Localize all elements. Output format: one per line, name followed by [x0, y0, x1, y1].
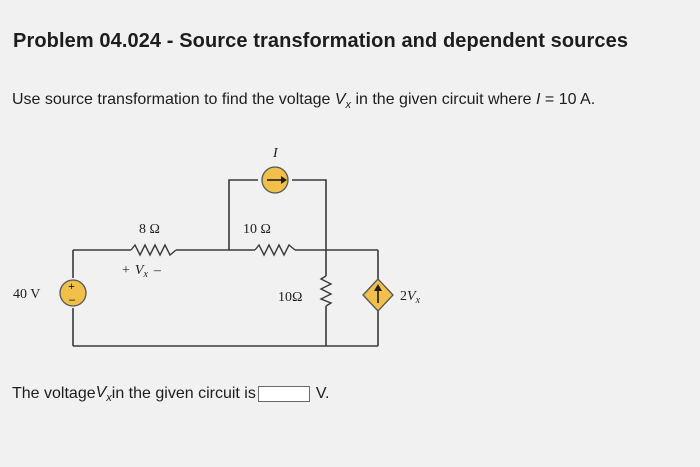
resistor-10ohm-top	[254, 243, 296, 257]
voltage-source-plus: +	[68, 279, 75, 293]
question-given-value: = 10 A.	[540, 91, 596, 108]
voltage-source-label: 40 V	[13, 287, 40, 302]
answer-middle: in the given circuit is	[111, 385, 256, 403]
question-suffix: in the given circuit where	[351, 91, 536, 108]
voltage-source-minus: –	[68, 292, 76, 306]
question-prefix: Use source transformation to find the vo…	[12, 91, 335, 108]
resistor-8ohm	[130, 243, 177, 257]
answer-prefix: The voltage	[12, 385, 96, 403]
circuit-wires	[72, 179, 379, 347]
problem-title: Problem 04.024 - Source transformation a…	[13, 30, 629, 52]
dependent-current-source	[362, 278, 394, 312]
resistor-8ohm-label: 8 Ω	[139, 222, 160, 237]
current-source-label: I	[272, 146, 279, 161]
question-text: Use source transformation to find the vo…	[12, 91, 595, 111]
voltage-source-40v: + –	[59, 279, 87, 307]
vx-polarity-label: +Vx–	[122, 263, 162, 280]
current-source	[261, 166, 289, 194]
answer-vx: Vx	[95, 384, 112, 405]
resistor-10ohm-top-label: 10 Ω	[243, 222, 271, 237]
dependent-source-label: 2Vx	[400, 289, 421, 306]
resistor-10ohm-right-label: 10Ω	[278, 290, 302, 305]
answer-row: The voltage Vx in the given circuit is V…	[12, 384, 330, 404]
resistor-10ohm-right	[319, 275, 333, 307]
answer-unit: V.	[315, 385, 330, 403]
question-vx: Vx	[334, 91, 352, 112]
question-given-var: I	[536, 91, 541, 108]
circuit-diagram: I + – 40 V 2Vx 8 Ω 10 Ω 10Ω +Vx–	[13, 146, 421, 347]
answer-input[interactable]	[257, 386, 310, 403]
